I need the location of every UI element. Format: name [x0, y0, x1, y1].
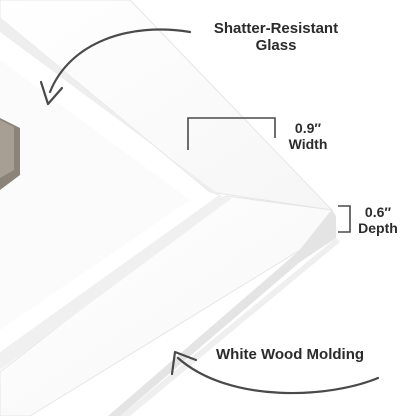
depth-bracket-icon: [338, 205, 351, 233]
frame-bottom-inner-bevel: [0, 196, 232, 370]
width-callout-label: Width: [288, 136, 328, 153]
depth-callout-value: 0.6″: [364, 204, 392, 220]
glass-callout: Shatter-Resistant Glass: [196, 20, 356, 55]
inner-shadow: [0, 60, 190, 330]
glass-callout-line2: Glass: [255, 37, 297, 55]
molding-callout: White Wood Molding: [216, 346, 406, 363]
frame-drop-shadow: [120, 238, 340, 416]
width-bracket-icon: [187, 117, 276, 150]
width-callout-value: 0.9″: [294, 120, 322, 136]
curved-arrow-icon: [176, 356, 380, 395]
width-callout: 0.9″ Width: [282, 120, 334, 152]
curved-arrow-head-icon: [39, 80, 64, 106]
depth-callout: 0.6″ Depth: [352, 204, 404, 236]
glass-callout-line1: Shatter-Resistant: [213, 20, 339, 37]
depth-callout-label: Depth: [358, 220, 398, 237]
molding-callout-label: White Wood Molding: [216, 346, 365, 363]
curved-arrow-head-icon: [170, 350, 198, 376]
curved-arrow-icon: [48, 28, 192, 94]
